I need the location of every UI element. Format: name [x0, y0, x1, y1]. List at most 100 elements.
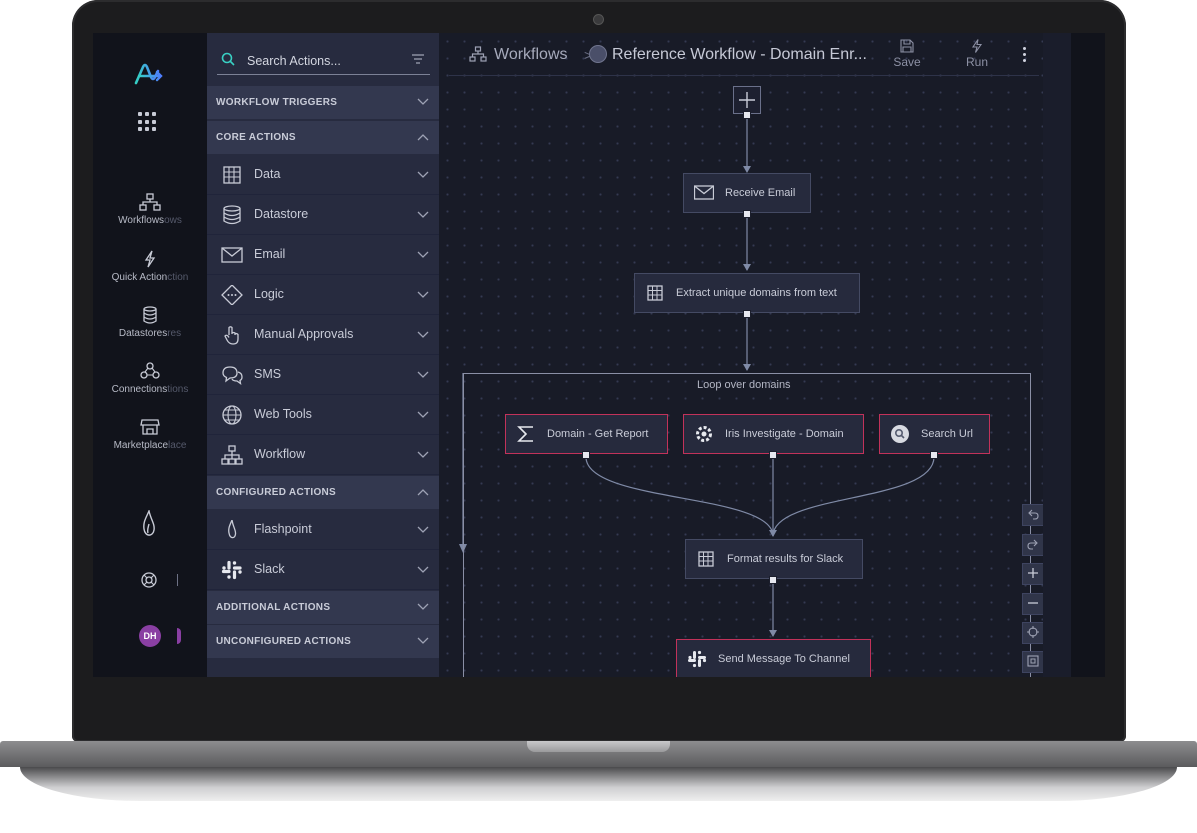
action-item-slack[interactable]: Slack: [207, 550, 439, 590]
more-options-icon[interactable]: [1023, 47, 1027, 63]
action-item-label: Slack: [254, 562, 285, 576]
connections-cubes-icon: [140, 362, 160, 379]
action-item-sms[interactable]: SMS: [207, 355, 439, 395]
section-workflow-triggers[interactable]: WORKFLOW TRIGGERS: [207, 86, 439, 119]
action-item-flashpoint[interactable]: Flashpoint: [207, 510, 439, 550]
support-ring-icon[interactable]: [140, 571, 158, 589]
chevron-down-icon: [417, 331, 429, 338]
collapse-handle[interactable]: [177, 574, 178, 586]
action-item-workflow[interactable]: Workflow: [207, 435, 439, 475]
sigma-icon: [517, 426, 533, 442]
section-label: ADDITIONAL ACTIONS: [216, 602, 331, 613]
flame-icon[interactable]: [142, 510, 156, 540]
action-item-datastore[interactable]: Datastore: [207, 195, 439, 235]
plus-icon: [1028, 568, 1038, 578]
add-trigger-button[interactable]: [733, 86, 761, 114]
user-avatar[interactable]: DH: [139, 625, 161, 647]
nav-datastores[interactable]: Datastoresres: [93, 306, 207, 339]
flame-icon: [228, 520, 237, 539]
node-receive-email[interactable]: Receive Email: [683, 173, 811, 213]
node-port[interactable]: [743, 310, 751, 318]
nav-marketplace-label: Marketplace: [113, 440, 169, 451]
logic-diamond-icon: [221, 285, 243, 305]
apps-grid-icon[interactable]: [138, 112, 158, 132]
workflow-title[interactable]: Reference Workflow - Domain Enr...: [612, 46, 867, 63]
node-search-url[interactable]: Search Url: [879, 414, 990, 454]
chevron-down-icon: [417, 526, 429, 533]
node-send-message[interactable]: Send Message To Channel: [676, 639, 871, 677]
action-item-label: SMS: [254, 367, 282, 381]
nav-quick-action[interactable]: Quick Actionction: [93, 250, 207, 283]
action-item-email[interactable]: Email: [207, 235, 439, 275]
app-logo[interactable]: [134, 63, 164, 85]
save-button[interactable]: Save: [889, 39, 925, 69]
magnifier-badge-icon: [891, 425, 909, 443]
nav-connections-label: Connections: [111, 384, 168, 395]
nav-workflows[interactable]: Workflowsows: [93, 193, 207, 226]
database-icon: [223, 205, 241, 225]
www-globe-icon: [222, 405, 242, 425]
node-extract-domains[interactable]: Extract unique domains from text: [634, 273, 860, 313]
node-label: Search Url: [921, 428, 973, 440]
node-domain-get-report[interactable]: Domain - Get Report: [505, 414, 668, 454]
nav-workflows-ghost: ows: [164, 215, 182, 226]
minus-icon: [1028, 602, 1038, 604]
nav-marketplace[interactable]: Marketplacelace: [93, 418, 207, 451]
nav-connections[interactable]: Connectionstions: [93, 362, 207, 395]
nav-workflows-label: Workflows: [118, 215, 165, 226]
workflow-tree-icon: [139, 193, 161, 211]
node-format-slack[interactable]: Format results for Slack: [685, 539, 863, 579]
chevron-down-icon: [417, 171, 429, 178]
node-port[interactable]: [930, 451, 938, 459]
search-icon: [221, 52, 235, 66]
filter-icon[interactable]: [412, 53, 424, 65]
node-port[interactable]: [582, 451, 590, 459]
section-unconfigured-actions[interactable]: UNCONFIGURED ACTIONS: [207, 625, 439, 658]
database-icon: [143, 306, 157, 324]
chevron-down-icon: [417, 251, 429, 258]
grid-icon: [223, 166, 241, 184]
breadcrumb-workflows[interactable]: Workflows: [494, 46, 568, 63]
undo-button[interactable]: [1022, 504, 1044, 526]
redo-button[interactable]: [1022, 534, 1044, 556]
lightning-icon: [144, 250, 156, 268]
action-item-manual-approvals[interactable]: Manual Approvals: [207, 315, 439, 355]
envelope-icon: [694, 185, 714, 200]
header-divider: [449, 75, 1039, 76]
action-item-logic[interactable]: Logic: [207, 275, 439, 315]
action-item-label: Manual Approvals: [254, 327, 354, 341]
node-iris-investigate[interactable]: Iris Investigate - Domain: [683, 414, 864, 454]
crosshair-icon: [1027, 626, 1039, 638]
action-item-web-tools[interactable]: Web Tools: [207, 395, 439, 435]
node-port[interactable]: [769, 576, 777, 584]
actions-panel: WORKFLOW TRIGGERS CORE ACTIONS Data Data…: [207, 33, 439, 677]
section-core-actions[interactable]: CORE ACTIONS: [207, 121, 439, 154]
run-button[interactable]: Run: [959, 39, 995, 69]
section-configured-actions[interactable]: CONFIGURED ACTIONS: [207, 476, 439, 509]
node-port[interactable]: [743, 111, 751, 119]
node-label: Receive Email: [725, 187, 796, 199]
node-port[interactable]: [769, 451, 777, 459]
node-port[interactable]: [743, 210, 751, 218]
zoom-out-button[interactable]: [1022, 593, 1044, 615]
action-item-label: Workflow: [254, 447, 306, 461]
storefront-icon: [140, 419, 160, 435]
node-label: Iris Investigate - Domain: [725, 428, 844, 440]
chevron-down-icon: [417, 211, 429, 218]
action-item-data[interactable]: Data: [207, 155, 439, 195]
chevron-down-icon: [417, 371, 429, 378]
search-actions-input[interactable]: [245, 51, 409, 71]
app-screen: Workflowsows Quick Actionction Datastore…: [93, 33, 1105, 677]
action-item-label: Email: [254, 247, 286, 261]
chevron-down-icon: [417, 291, 429, 298]
section-label: CONFIGURED ACTIONS: [216, 487, 337, 498]
section-additional-actions[interactable]: ADDITIONAL ACTIONS: [207, 591, 439, 624]
undo-icon: [1028, 509, 1039, 520]
center-view-button[interactable]: [1022, 622, 1044, 644]
chevron-down-icon: [417, 637, 429, 644]
action-item-label: Flashpoint: [254, 522, 312, 536]
slack-icon: [688, 650, 707, 668]
zoom-in-button[interactable]: [1022, 563, 1044, 585]
chevron-down-icon: [417, 566, 429, 573]
fit-view-button[interactable]: [1022, 651, 1044, 673]
